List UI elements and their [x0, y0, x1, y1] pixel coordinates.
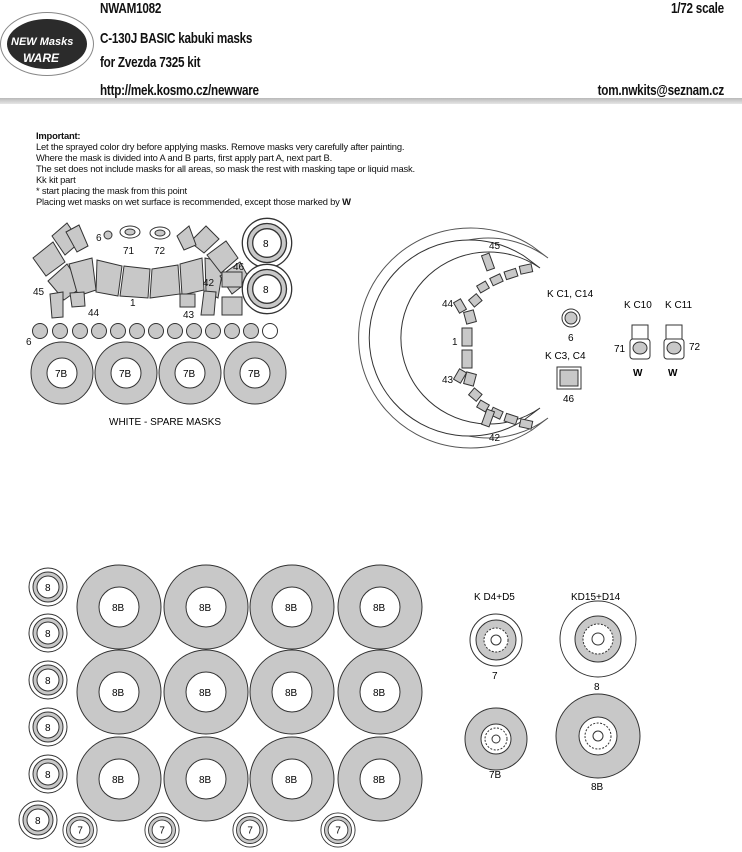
svg-text:6: 6	[568, 333, 574, 344]
svg-text:7B: 7B	[183, 369, 196, 380]
instructions-block: Important: Let the sprayed color dry bef…	[36, 130, 415, 207]
wet-mark-icon: W	[668, 368, 678, 379]
kit-part-kc1-c14: K C1, C14 6	[547, 289, 594, 344]
svg-text:8B: 8B	[285, 775, 298, 786]
svg-text:8B: 8B	[373, 775, 386, 786]
wet-mark-icon: W	[633, 368, 643, 379]
label-6: 6	[26, 337, 32, 348]
website-url[interactable]: http://mek.kosmo.cz/newware	[100, 82, 259, 99]
svg-text:8B: 8B	[199, 688, 212, 699]
kit-part-kd15-d14: KD15+D14 8	[559, 592, 637, 693]
product-title: C-130J BASIC kabuki masks	[100, 30, 253, 47]
kit-reference: for Zvezda 7325 kit	[100, 54, 201, 71]
svg-text:K C11: K C11	[665, 300, 692, 311]
instructions-heading: Important:	[36, 130, 81, 141]
svg-text:7B: 7B	[119, 369, 132, 380]
instruction-line: * start placing the mask from this point	[36, 185, 187, 196]
product-code: NWAM1082	[100, 0, 162, 17]
logo-text-bottom: WARE	[23, 51, 59, 65]
svg-text:8: 8	[263, 239, 269, 250]
svg-text:K C1, C14: K C1, C14	[547, 289, 594, 300]
wheel-masks-7b: 7B 7B 7B 7B	[30, 341, 287, 405]
svg-text:K C3, C4: K C3, C4	[545, 351, 586, 362]
small-oval-masks	[103, 225, 171, 240]
ring-mask-8: 8	[241, 263, 293, 315]
label-45: 45	[33, 287, 45, 298]
label-42: 42	[489, 433, 501, 444]
svg-text:71: 71	[614, 344, 626, 355]
contact-email[interactable]: tom.nwkits@seznam.cz	[597, 82, 725, 99]
label-71: 71	[123, 246, 135, 257]
wheel-diagram-8b: 8B	[555, 693, 641, 793]
svg-text:72: 72	[689, 342, 701, 353]
label-72: 72	[154, 246, 166, 257]
svg-text:7: 7	[247, 826, 253, 837]
kit-part-kc10: K C10 71 W	[614, 300, 652, 379]
kit-part-kc11: K C11 72 W	[663, 300, 701, 379]
svg-text:8: 8	[45, 723, 51, 734]
label-6: 6	[96, 233, 102, 244]
svg-text:8: 8	[594, 682, 600, 693]
svg-text:7: 7	[77, 826, 83, 837]
small-dot-masks	[32, 323, 278, 339]
label-44: 44	[442, 299, 454, 310]
label-1: 1	[130, 298, 136, 309]
svg-text:8B: 8B	[591, 782, 604, 793]
label-45: 45	[489, 241, 501, 252]
svg-text:8B: 8B	[373, 603, 386, 614]
kit-part-kc3-c4: K C3, C4 46	[545, 351, 586, 405]
instruction-line: Kk kit part	[36, 174, 76, 185]
scale-label: 1/72 scale	[671, 0, 724, 17]
svg-text:7: 7	[335, 826, 341, 837]
svg-text:8B: 8B	[112, 775, 125, 786]
spare-masks-label: WHITE - SPARE MASKS	[109, 417, 221, 428]
svg-text:7B: 7B	[489, 770, 502, 781]
label-43: 43	[183, 310, 195, 321]
instruction-line: Let the sprayed color dry before applyin…	[36, 141, 405, 152]
svg-text:7B: 7B	[248, 369, 261, 380]
mask-piece	[32, 241, 66, 277]
ring-masks-8-column: 8 8 8 8 8 8	[18, 567, 68, 840]
ring-mask-8: 8	[241, 217, 293, 269]
ring-masks-7-row: 7 7 7 7	[62, 812, 356, 848]
svg-text:KD15+D14: KD15+D14	[571, 592, 621, 603]
svg-text:8: 8	[45, 629, 51, 640]
svg-text:K D4+D5: K D4+D5	[474, 592, 515, 603]
label-42: 42	[203, 278, 215, 289]
svg-text:8: 8	[45, 676, 51, 687]
instruction-line: Placing wet masks on wet surface is reco…	[36, 196, 351, 207]
svg-text:8B: 8B	[112, 603, 125, 614]
logo-text-top: NEW Masks	[11, 36, 74, 48]
wheel-masks-8b-grid: 8B 8B 8B 8B 8B 8B 8B 8B 8B 8B 8B 8B	[76, 564, 423, 822]
svg-text:8B: 8B	[199, 775, 212, 786]
wheel-diagram-7b: 7B	[464, 707, 528, 781]
cockpit-window-masks	[32, 222, 251, 319]
svg-text:46: 46	[563, 394, 575, 405]
new-ware-logo: NEW Masks WARE	[0, 12, 94, 76]
svg-text:8B: 8B	[285, 603, 298, 614]
svg-text:7: 7	[492, 671, 498, 682]
svg-text:8: 8	[45, 583, 51, 594]
svg-text:8B: 8B	[285, 688, 298, 699]
label-46: 46	[233, 262, 245, 273]
kit-part-kd4-d5: K D4+D5 7	[469, 592, 523, 682]
label-43: 43	[442, 375, 454, 386]
svg-text:8B: 8B	[112, 688, 125, 699]
svg-text:7B: 7B	[55, 369, 68, 380]
svg-text:8B: 8B	[199, 603, 212, 614]
header-divider	[0, 98, 742, 104]
svg-text:8B: 8B	[373, 688, 386, 699]
cockpit-placement-diagram: 45 44 1 43 42	[358, 227, 549, 449]
wet-mark-icon: W	[342, 196, 351, 207]
instruction-line: The set does not include masks for all a…	[36, 163, 415, 174]
instruction-line: Where the mask is divided into A and B p…	[36, 152, 333, 163]
svg-text:8: 8	[45, 770, 51, 781]
svg-text:8: 8	[263, 285, 269, 296]
svg-text:8: 8	[35, 816, 41, 827]
svg-text:K C10: K C10	[624, 300, 652, 311]
label-44: 44	[88, 308, 100, 319]
label-1: 1	[452, 337, 458, 348]
svg-text:7: 7	[159, 826, 165, 837]
